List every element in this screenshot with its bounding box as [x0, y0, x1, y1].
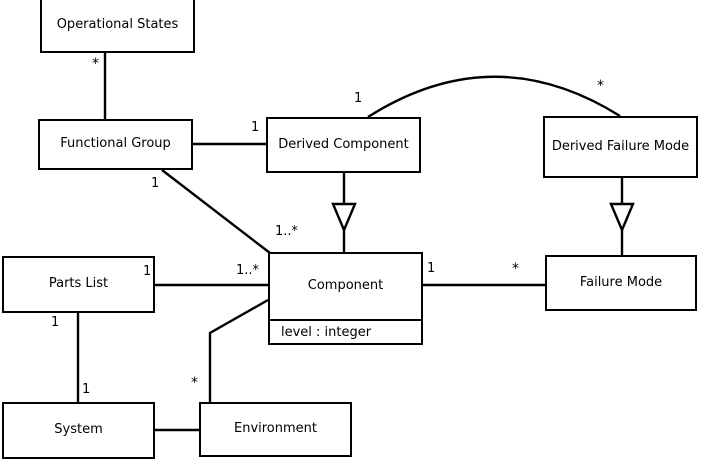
- class-name-component: Component: [307, 278, 384, 294]
- class-box-system[interactable]: System: [2, 402, 155, 459]
- class-box-failure-mode[interactable]: Failure Mode: [545, 255, 697, 311]
- mult-parts-list-right: 1: [143, 264, 152, 279]
- edge-derived-component-derived-failure-mode: [367, 75, 621, 119]
- class-name-parts-list: Parts List: [48, 276, 109, 292]
- arrow-failure-mode-inherits: [609, 202, 635, 234]
- mult-parts-list-down: 1: [51, 315, 60, 330]
- class-attribute-component: level : integer: [281, 324, 372, 340]
- class-box-functional-group[interactable]: Functional Group: [38, 119, 193, 170]
- mult-operational-states: *: [92, 56, 99, 72]
- mult-arc-left: 1: [354, 91, 363, 106]
- arrow-component-inherits: [331, 202, 357, 234]
- mult-derived-component-left: 1: [251, 120, 260, 135]
- mult-component-right: 1: [427, 261, 436, 276]
- class-box-derived-failure-mode[interactable]: Derived Failure Mode: [543, 116, 698, 178]
- edge-component-environment: [208, 298, 269, 402]
- class-box-derived-component[interactable]: Derived Component: [266, 117, 421, 173]
- mult-system-up: 1: [82, 382, 91, 397]
- mult-environment-up: *: [191, 375, 198, 391]
- mult-functional-group-down: 1: [151, 176, 160, 191]
- class-name-derived-failure-mode: Derived Failure Mode: [551, 138, 690, 154]
- edge-functional-group-component: [161, 169, 271, 254]
- class-box-operational-states[interactable]: Operational States: [40, 0, 195, 53]
- mult-arc-right: *: [597, 78, 604, 94]
- mult-component-left: 1..*: [236, 263, 260, 278]
- class-name-operational-states: Operational States: [56, 17, 179, 33]
- class-box-component[interactable]: Component level : integer: [268, 252, 423, 345]
- class-name-environment: Environment: [233, 421, 317, 437]
- class-name-failure-mode: Failure Mode: [579, 274, 663, 290]
- mult-component-diag: 1..*: [275, 224, 299, 239]
- class-name-functional-group: Functional Group: [60, 136, 171, 152]
- class-name-derived-component: Derived Component: [278, 136, 409, 152]
- mult-failure-mode-left: *: [512, 261, 519, 277]
- class-name-system: System: [54, 422, 103, 438]
- class-divider-component: [270, 319, 421, 321]
- class-box-parts-list[interactable]: Parts List: [2, 256, 155, 313]
- class-box-environment[interactable]: Environment: [199, 402, 352, 457]
